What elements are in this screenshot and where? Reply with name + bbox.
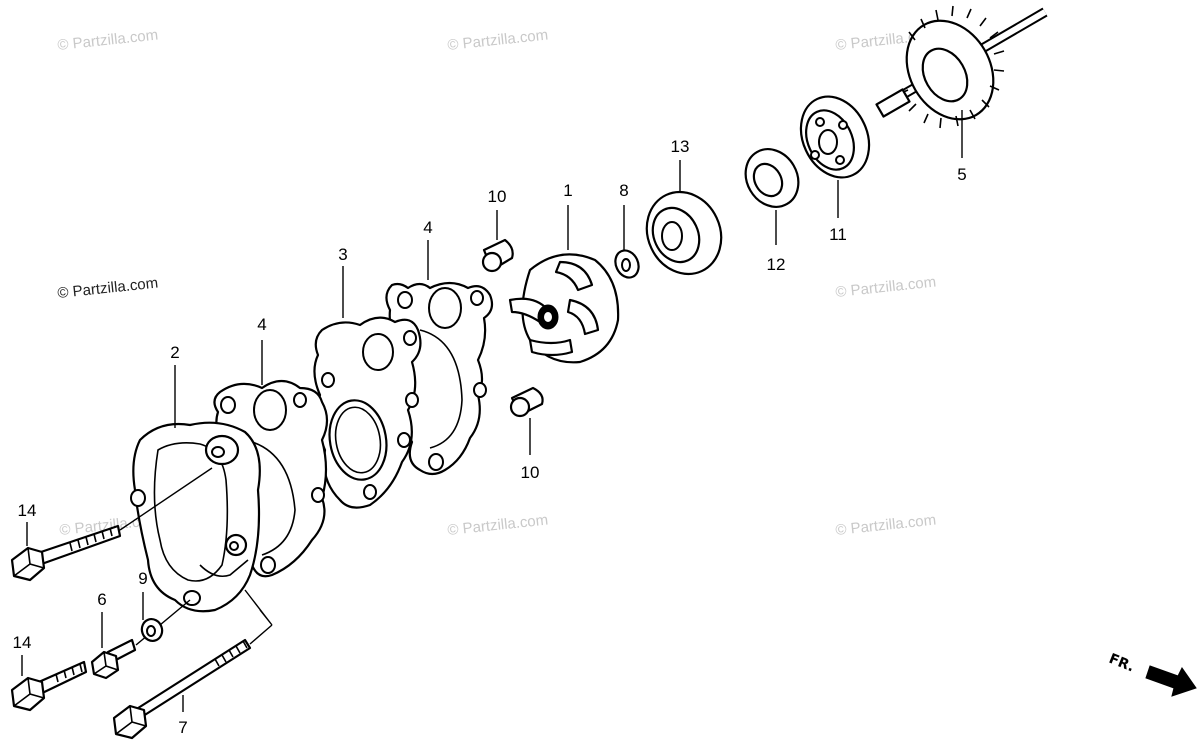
bolt-14-upper <box>10 467 213 582</box>
front-label: FR. <box>1107 651 1137 676</box>
mechanical-seal-13 <box>645 190 723 276</box>
front-direction-indicator: FR. <box>1107 651 1197 697</box>
callout-9: 9 <box>138 569 147 588</box>
callout-13: 13 <box>671 137 690 156</box>
callout-11: 11 <box>829 225 847 244</box>
watermark-4: © Partzilla.com <box>835 274 937 301</box>
watermark-2: © Partzilla.com <box>447 27 549 54</box>
watermark-5: © Partzilla.com <box>447 512 549 539</box>
callout-7: 7 <box>178 718 187 737</box>
pump-plate-3 <box>313 316 422 509</box>
callout-5: 5 <box>957 165 966 184</box>
callout-10-upper: 10 <box>488 187 507 206</box>
front-arrow-icon <box>1145 665 1197 697</box>
callout-14-upper: 14 <box>18 501 37 520</box>
callout-1: 1 <box>563 181 572 200</box>
drain-bolt-6 <box>90 599 191 680</box>
long-bolt-7 <box>112 589 273 740</box>
pump-shaft-gear <box>875 5 1048 129</box>
callout-2: 2 <box>170 343 179 362</box>
callout-12: 12 <box>767 255 786 274</box>
callout-14-lower: 14 <box>13 633 32 652</box>
callout-10-lower: 10 <box>521 463 540 482</box>
callout-4-upper: 4 <box>423 218 432 237</box>
dowel-pin-10-upper <box>481 238 514 273</box>
dowel-pin-10-lower <box>509 386 544 418</box>
oil-seal-12 <box>744 148 800 208</box>
callout-8: 8 <box>619 181 628 200</box>
sealing-washer-9 <box>140 618 164 642</box>
bearing-11 <box>799 95 871 179</box>
pump-cover-2 <box>130 421 261 613</box>
watermark-6: © Partzilla.com <box>835 512 937 539</box>
washer-8 <box>614 249 640 279</box>
callout-4-lower: 4 <box>257 315 266 334</box>
watermark-dark: © Partzilla.com <box>57 275 159 302</box>
callout-6: 6 <box>97 590 106 609</box>
callout-3: 3 <box>338 245 347 264</box>
impeller-1 <box>508 253 620 364</box>
watermark-1: © Partzilla.com <box>57 27 159 54</box>
bolt-14-lower <box>10 660 88 712</box>
